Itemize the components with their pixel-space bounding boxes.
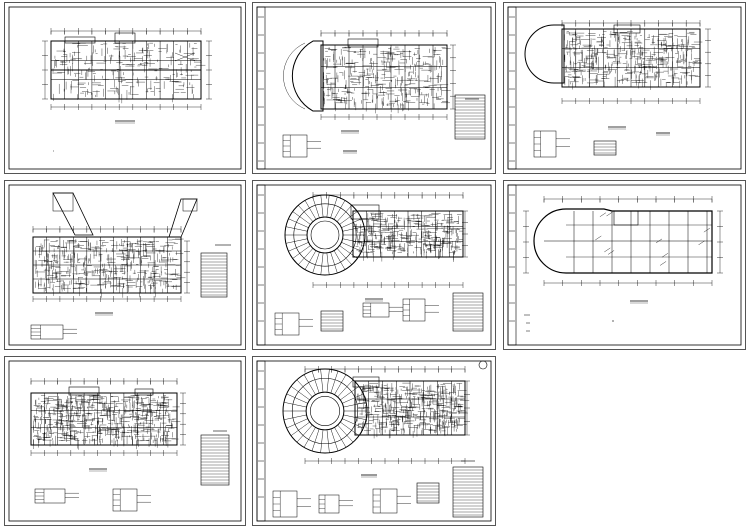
sheet-5[interactable]: [252, 180, 496, 350]
sheet-7[interactable]: [4, 356, 246, 526]
sheet-1[interactable]: [4, 2, 246, 174]
sheet-3[interactable]: [503, 2, 746, 174]
sheet-6[interactable]: [503, 180, 746, 350]
sheet-2[interactable]: [252, 2, 496, 174]
sheet-4[interactable]: [4, 180, 246, 350]
sheet-8[interactable]: [252, 356, 496, 526]
